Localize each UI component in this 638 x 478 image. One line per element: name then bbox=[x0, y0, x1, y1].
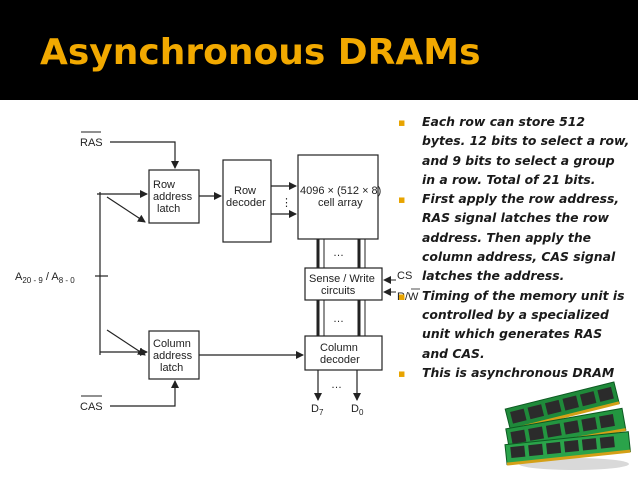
column-decoder-line-2: decoder bbox=[320, 354, 360, 366]
data-line-dots: … bbox=[331, 379, 342, 391]
cas-to-column-latch-wire bbox=[110, 380, 179, 407]
bullet-list: ▪ Each row can store 512 bytes. 12 bits t… bbox=[396, 112, 632, 382]
address-high-sub: 20 - 9 bbox=[22, 276, 43, 285]
row-decoder-line-2: decoder bbox=[226, 197, 266, 209]
address-diagonal-1 bbox=[106, 196, 146, 223]
bitline-dots-middle: … bbox=[333, 313, 344, 325]
sense-write-circuits bbox=[304, 267, 383, 301]
cell-array-line-1: 4096 × (512 × 8) bbox=[300, 185, 381, 197]
sense-write-line-1: Sense / Write bbox=[309, 273, 375, 285]
square-bullet-icon: ▪ bbox=[398, 366, 406, 380]
dram-block-diagram: RAS A20 - 9 / A8 - 0 Row address latch R… bbox=[15, 131, 420, 417]
slide-title: Asynchronous DRAMs bbox=[40, 32, 481, 73]
row-address-latch bbox=[148, 169, 200, 224]
cs-label: CS bbox=[397, 270, 412, 282]
d0-label: D0 bbox=[351, 403, 364, 417]
column-decoder bbox=[304, 335, 383, 371]
bullet-text: First apply the row address, RAS signal … bbox=[422, 191, 620, 284]
sense-write-line-2: circuits bbox=[321, 285, 356, 297]
bullet-text: Timing of the memory unit is controlled … bbox=[422, 287, 625, 361]
square-bullet-icon: ▪ bbox=[398, 193, 406, 207]
column-latch-line-1: Column bbox=[153, 338, 191, 350]
rw-label: R/W bbox=[397, 291, 419, 303]
bullet-item: ▪ First apply the row address, RAS signal… bbox=[396, 189, 632, 285]
column-decoder-line-1: Column bbox=[320, 342, 358, 354]
bullet-item: ▪ This is asynchronous DRAM bbox=[396, 363, 632, 382]
row-decoder-line-1: Row bbox=[234, 185, 256, 197]
title-bar bbox=[0, 0, 638, 100]
bullet-item: ▪ Timing of the memory unit is controlled… bbox=[396, 286, 632, 363]
address-label: A20 - 9 / A8 - 0 bbox=[15, 271, 75, 285]
column-latch-line-3: latch bbox=[160, 362, 183, 374]
square-bullet-icon: ▪ bbox=[398, 116, 406, 129]
row-latch-line-2: address bbox=[153, 191, 193, 203]
cell-array bbox=[297, 154, 379, 240]
address-diagonal-2 bbox=[106, 329, 146, 356]
cell-array-line-2: cell array bbox=[318, 197, 363, 209]
ras-label: RAS bbox=[80, 137, 103, 149]
decoder-vertical-dots: ⋮ bbox=[281, 197, 292, 209]
bullet-text: This is asynchronous DRAM bbox=[422, 364, 615, 380]
bullet-text: Each row can store 512 bytes. 12 bits to… bbox=[422, 114, 630, 187]
column-address-latch bbox=[148, 330, 200, 380]
ras-to-row-latch-wire bbox=[110, 141, 179, 169]
row-decoder bbox=[222, 159, 272, 243]
bullet-item: ▪ Each row can store 512 bytes. 12 bits t… bbox=[396, 112, 632, 189]
bitline-dots-top: … bbox=[333, 247, 344, 259]
memory-modules-image bbox=[504, 381, 631, 470]
row-latch-line-3: latch bbox=[157, 203, 180, 215]
column-latch-line-2: address bbox=[153, 350, 193, 362]
cas-label: CAS bbox=[80, 401, 103, 413]
row-latch-line-1: Row bbox=[153, 179, 175, 191]
d7-label: D7 bbox=[311, 403, 324, 417]
square-bullet-icon: ▪ bbox=[398, 289, 406, 303]
address-low-sub: 8 - 0 bbox=[59, 276, 76, 285]
